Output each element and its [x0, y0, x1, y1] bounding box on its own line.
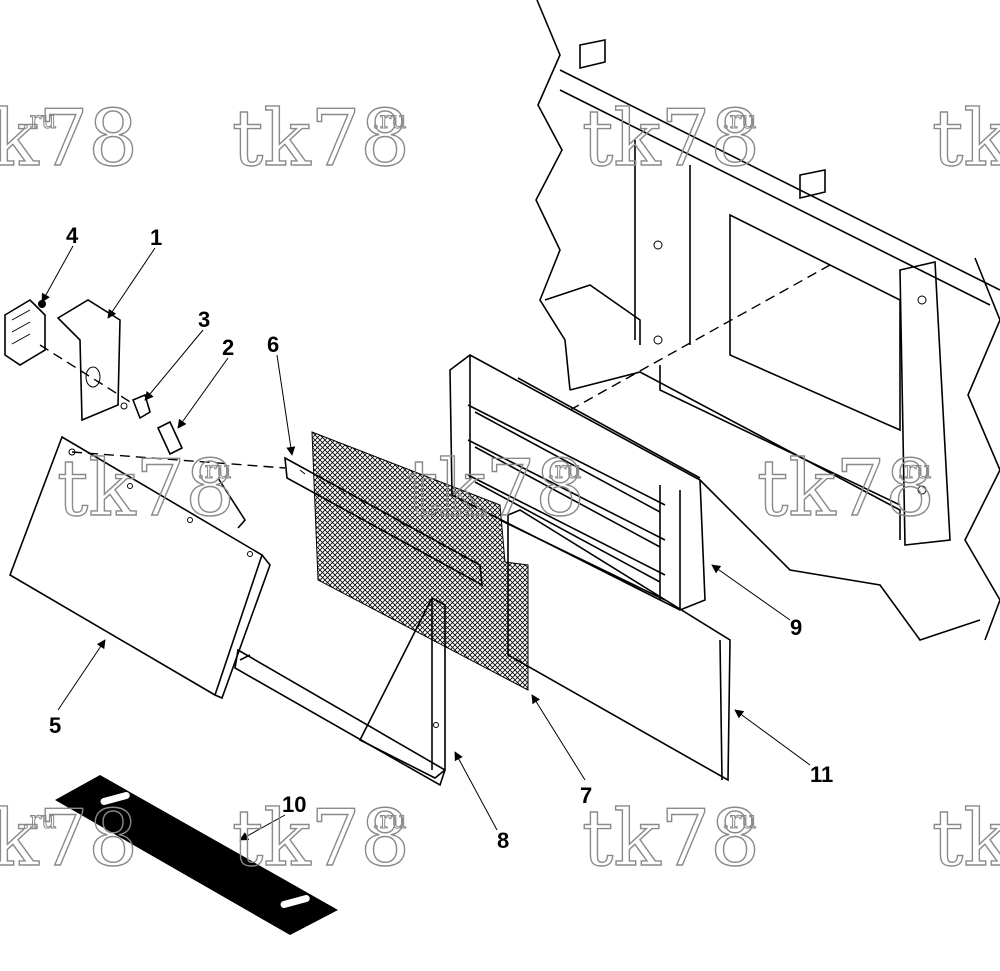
watermark-text: tk78	[932, 794, 1000, 884]
watermark-text: tk78	[232, 94, 410, 184]
watermarks: tk78 .ru tk78 .ru tk78 .ru tk78 tk78 .ru…	[0, 93, 1000, 884]
watermark-suffix: .ru	[22, 106, 57, 134]
watermark-suffix: .ru	[372, 806, 407, 834]
watermark-suffix: .ru	[722, 806, 757, 834]
callouts: 1 2 3 4 5 6 7 8 9 10 11	[49, 223, 833, 853]
watermark-text: tk78	[582, 94, 760, 184]
callout-11: 11	[810, 762, 833, 787]
front-panel	[507, 509, 731, 782]
callout-2: 2	[222, 335, 234, 360]
callout-4: 4	[66, 223, 79, 248]
watermark-text: tk78	[932, 94, 1000, 184]
callout-7: 7	[580, 783, 592, 808]
small-fittings	[120, 393, 184, 456]
side-cover	[9, 435, 271, 700]
watermark-suffix: .ru	[547, 456, 582, 484]
watermark-suffix: .ru	[897, 456, 932, 484]
switch-unit	[4, 298, 46, 366]
mesh-filter	[311, 431, 529, 691]
watermark-text: tk78	[407, 444, 585, 534]
callout-9: 9	[790, 615, 802, 640]
watermark-text: tk78	[232, 794, 410, 884]
callout-10: 10	[282, 792, 306, 817]
alignment-lines	[39, 264, 831, 469]
watermark-suffix: .ru	[197, 456, 232, 484]
bracket-strip	[284, 456, 483, 587]
unit-housing	[535, 0, 1000, 641]
triangle-bracket	[358, 596, 446, 779]
gasket-strip	[55, 775, 338, 935]
watermark-text: tk78	[0, 794, 138, 884]
callout-8: 8	[497, 828, 509, 853]
watermark-text: tk78	[57, 444, 235, 534]
watermark-text: tk78	[0, 94, 138, 184]
watermark-suffix: .ru	[722, 106, 757, 134]
watermark-text: tk78	[582, 794, 760, 884]
watermark-suffix: .ru	[22, 806, 57, 834]
lower-rails	[234, 648, 446, 787]
watermark-text: tk78	[757, 444, 935, 534]
callout-3: 3	[198, 307, 210, 332]
watermark-suffix: .ru	[372, 106, 407, 134]
louver-frame	[449, 354, 706, 611]
mounting-bracket	[56, 299, 121, 422]
callout-5: 5	[49, 713, 61, 738]
leader-lines	[41, 245, 811, 841]
callout-1: 1	[150, 225, 162, 250]
callout-6: 6	[267, 332, 279, 357]
